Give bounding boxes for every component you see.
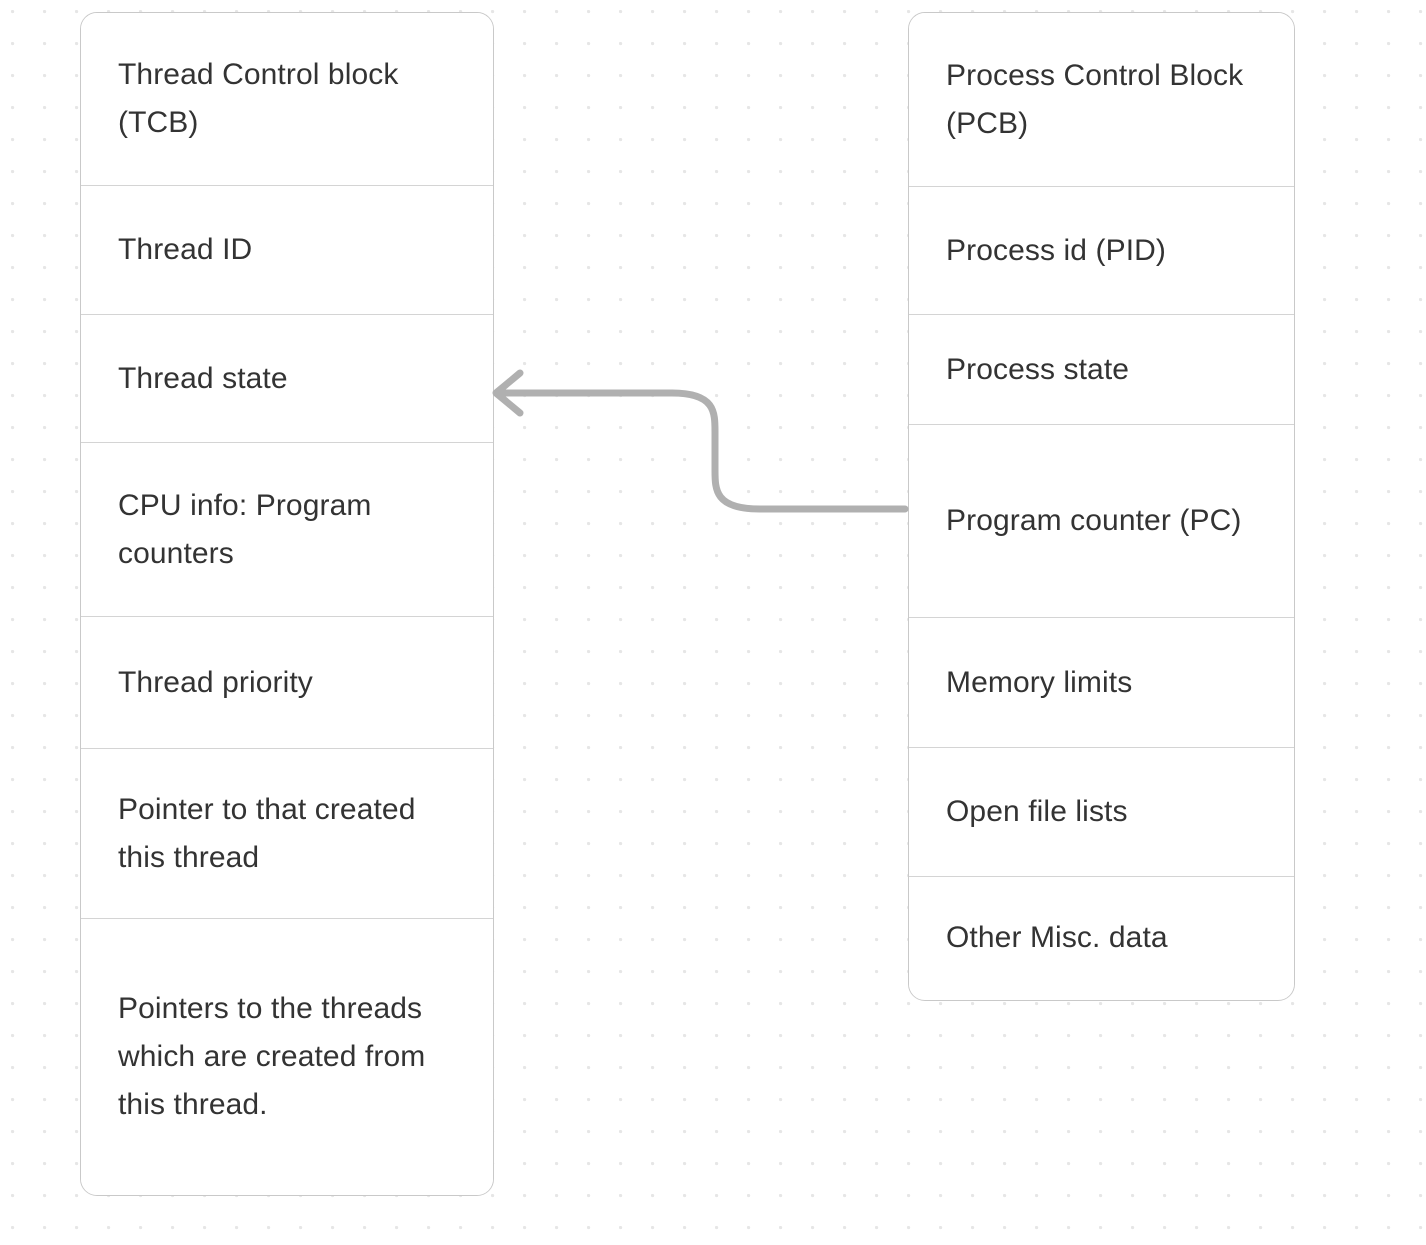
tcb-row-thread-state[interactable]: Thread state: [81, 315, 493, 443]
pcb-row-header[interactable]: Process Control Block (PCB): [909, 13, 1294, 187]
tcb-header-label: Thread Control block (TCB): [118, 58, 399, 139]
tcb-child-pointers-label: Pointers to the threads which are create…: [118, 992, 426, 1121]
pcb-row-other-misc-data[interactable]: Other Misc. data: [909, 877, 1294, 999]
connector-arrowhead-icon: [492, 369, 524, 417]
pcb-row-open-file-lists[interactable]: Open file lists: [909, 748, 1294, 877]
pcb-row-process-state[interactable]: Process state: [909, 315, 1294, 425]
pcb-program-counter-label: Program counter (PC): [946, 504, 1242, 537]
tcb-thread-priority-label: Thread priority: [118, 665, 313, 699]
pcb-open-file-lists-label: Open file lists: [946, 795, 1128, 828]
tcb-thread-id-label: Thread ID: [118, 233, 253, 266]
tcb-thread-state-label: Thread state: [118, 361, 288, 395]
pcb-row-process-id[interactable]: Process id (PID): [909, 187, 1294, 315]
pcb-memory-limits-label: Memory limits: [946, 665, 1133, 699]
pcb-process-state-label: Process state: [946, 352, 1130, 386]
tcb-row-thread-priority[interactable]: Thread priority: [81, 617, 493, 749]
pcb-header-label: Process Control Block (PCB): [946, 58, 1244, 140]
pcb-other-misc-data-label: Other Misc. data: [946, 921, 1168, 954]
tcb-cpu-info-label: CPU info: Program counters: [118, 488, 372, 570]
pcb-row-memory-limits[interactable]: Memory limits: [909, 618, 1294, 748]
pcb-process-id-label: Process id (PID): [946, 233, 1166, 267]
pcb-row-program-counter[interactable]: Program counter (PC): [909, 425, 1294, 618]
thread-control-block-table[interactable]: Thread Control block (TCB) Thread ID Thr…: [80, 12, 494, 1196]
tcb-row-header[interactable]: Thread Control block (TCB): [81, 13, 493, 186]
tcb-parent-pointer-label: Pointer to that created this thread: [118, 792, 416, 874]
tcb-row-parent-pointer[interactable]: Pointer to that created this thread: [81, 749, 493, 919]
tcb-row-child-pointers[interactable]: Pointers to the threads which are create…: [81, 919, 493, 1195]
pcb-to-tcb-connector-line: [496, 389, 909, 513]
tcb-row-thread-id[interactable]: Thread ID: [81, 186, 493, 315]
process-control-block-table[interactable]: Process Control Block (PCB) Process id (…: [908, 12, 1295, 1001]
tcb-row-cpu-info[interactable]: CPU info: Program counters: [81, 443, 493, 617]
